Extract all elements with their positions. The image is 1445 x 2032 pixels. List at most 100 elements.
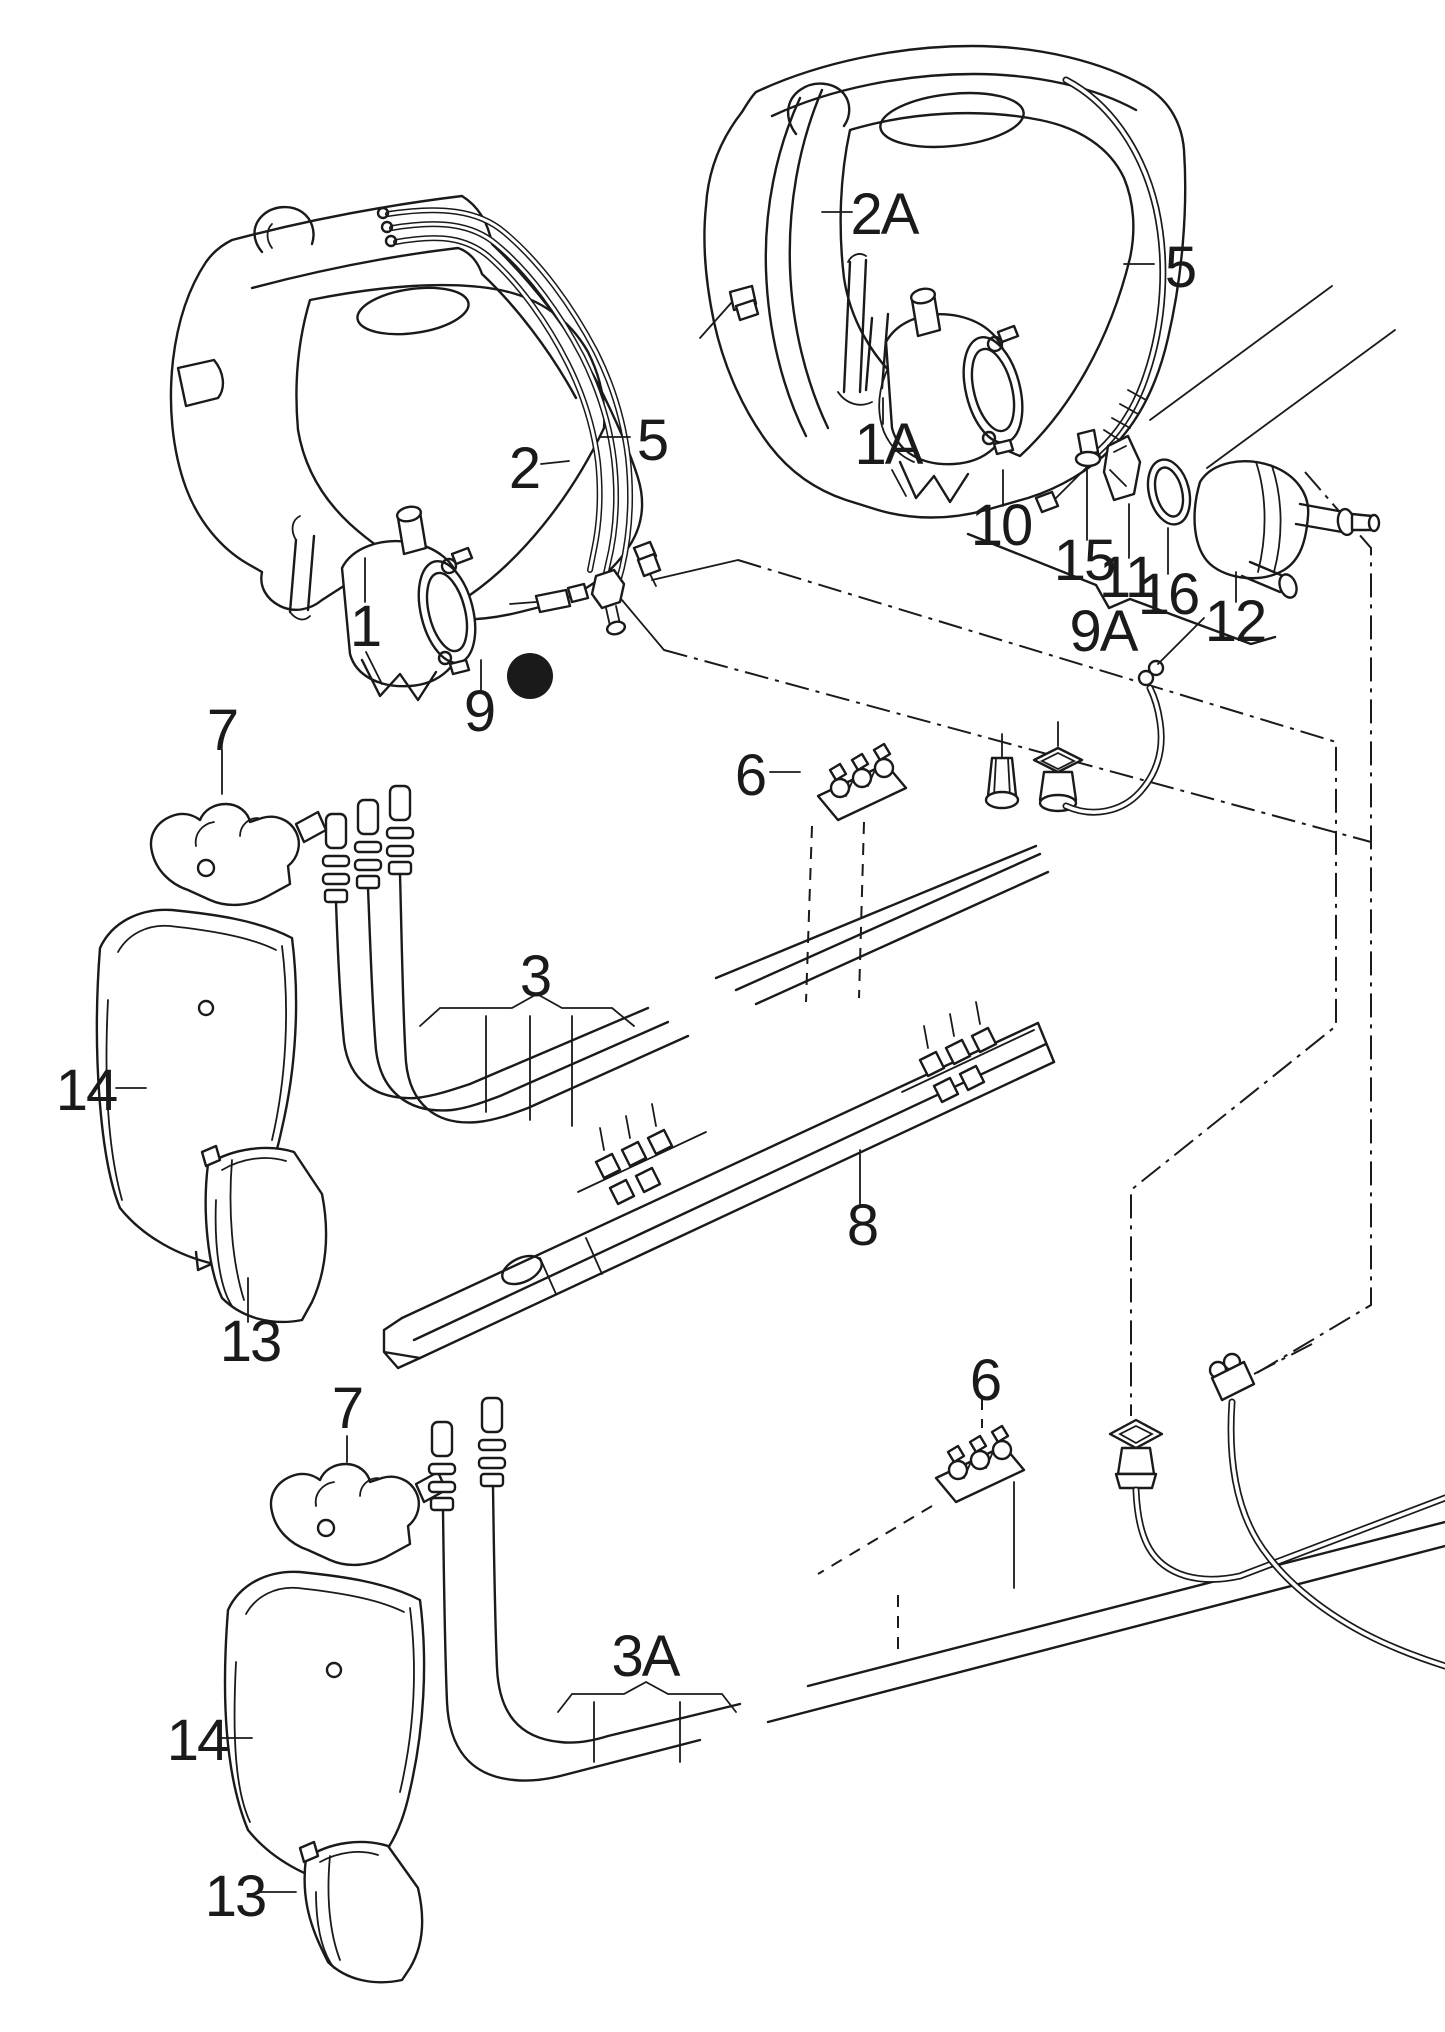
tank-outline: [703, 44, 1187, 519]
connector-bolt-facets: [993, 757, 1011, 797]
clamp-body: [269, 1462, 420, 1567]
tank-hook: [787, 82, 851, 136]
clamp-screw: [196, 858, 216, 878]
strap-1a: [842, 258, 868, 394]
filter-port-lower-cap: [1278, 573, 1298, 599]
part-label-1A: 1A: [855, 412, 924, 477]
clip-studs-a: [599, 1103, 657, 1151]
part-label-15: 15: [1054, 528, 1115, 593]
flange-inner: [1118, 1424, 1154, 1445]
flange-stud-1: [450, 546, 474, 566]
pump-fitting-cap: [395, 505, 423, 523]
pump-stub-line: [509, 601, 537, 605]
part-label-6-upper: 6: [735, 743, 765, 808]
routing-stub: [1253, 1343, 1313, 1375]
ring: [1114, 1472, 1158, 1490]
flange-stud-1: [996, 324, 1020, 344]
bracket-detail: [1109, 445, 1127, 487]
tube-end-nut: [1034, 490, 1060, 514]
clip-position-dash-2: [858, 821, 865, 999]
bracket-11: [1102, 434, 1142, 502]
part-label-12: 12: [1205, 589, 1266, 654]
clip-studs-b: [923, 1001, 981, 1049]
pump-stub: [534, 588, 572, 614]
flange-bolt-2: [981, 430, 997, 446]
pump-fitting-cap: [909, 287, 937, 305]
brace-3-leaders: [485, 1015, 573, 1127]
o-ring-16: [1146, 458, 1192, 526]
ferrule-body: [636, 552, 662, 578]
part-label-3: 3: [520, 944, 550, 1009]
tube-end-2: [380, 220, 394, 234]
body: [1116, 1446, 1156, 1476]
union-cap: [605, 620, 627, 636]
line-1: [398, 870, 1050, 1124]
tank-hook-inner: [266, 223, 273, 249]
part-label-11: 11: [1099, 545, 1155, 610]
tube-end-1: [376, 206, 390, 220]
tank-top-recess: [356, 286, 470, 336]
part-label-9A: 9A: [1070, 599, 1139, 664]
pump-stub-tip: [566, 582, 590, 604]
pump-strap: [864, 312, 890, 392]
fuel-filter-12: [1193, 460, 1381, 599]
tank-top-recess: [879, 91, 1025, 149]
mounting-rail: [382, 1001, 1056, 1370]
part-label-14-lower: 14: [167, 1708, 228, 1773]
connector-flange-inner: [1039, 751, 1077, 771]
clip-position-dash-3: [817, 1505, 933, 1575]
filter-body: [1193, 460, 1310, 580]
part-label-10: 10: [971, 493, 1032, 558]
fitting-lead-a: [651, 559, 739, 581]
callout-corridor-line-2: [1206, 329, 1396, 469]
strap-1a-ends: [837, 253, 873, 406]
ferrule-tip: [649, 573, 657, 587]
part-labels: 1 2 5 9 2A 5 1A 10 15 11 16 12 9A 6 7 14…: [56, 182, 1268, 1929]
splash-shield-upper: [200, 1144, 328, 1324]
connector-bolt-body: [986, 756, 1018, 798]
hose-lead: [1157, 617, 1205, 665]
tube-ribs: [1103, 389, 1147, 442]
connector-cap-1: [388, 784, 412, 822]
pump-bracket: [360, 658, 438, 702]
pump-bracket-line: [365, 651, 383, 685]
connector-cap-2: [356, 798, 380, 836]
brace-3a-leaders: [593, 1701, 681, 1763]
clip-tab-2: [850, 752, 870, 772]
mid-connectors: [984, 617, 1205, 816]
hose-clamp-1: [1137, 669, 1155, 687]
line-1: [441, 1508, 1445, 1782]
shield-outline: [223, 1570, 426, 1888]
tank-top-band: [770, 72, 1138, 118]
pump-flange-inner: [970, 347, 1016, 433]
fuel-lines-tank-left: [376, 206, 662, 636]
shield-tab: [298, 1840, 320, 1864]
pipe-clamp-upper: [149, 802, 328, 907]
clamp-tab: [294, 810, 328, 844]
clip-tab-1: [828, 762, 848, 782]
rail-edges: [400, 1021, 1056, 1360]
brace-3a: [557, 1680, 737, 1713]
part-label-5-left: 5: [637, 408, 667, 473]
filter-bands: [1255, 461, 1282, 573]
connector-cap-2: [480, 1396, 504, 1434]
fuel-line-bundle-lower: [427, 1396, 1445, 1782]
shield-hole: [325, 1661, 343, 1679]
shield-tab: [200, 1144, 222, 1168]
shield-outline: [303, 1840, 424, 1984]
line-3: [334, 844, 1038, 1100]
connector-cap-1: [430, 1420, 454, 1458]
seal-flange: [1074, 450, 1102, 468]
mid-hose: [1062, 684, 1165, 816]
shield-rim: [117, 924, 277, 953]
pump-strap-ends: [289, 515, 311, 621]
bracket-outline: [1102, 434, 1142, 502]
part-label-2: 2: [509, 436, 539, 501]
flange-stud-2: [992, 438, 1015, 456]
part-label-7-upper: 7: [207, 698, 237, 763]
part-label-5-right: 5: [1165, 235, 1195, 300]
flange-bolt-1: [440, 557, 458, 575]
line-clip-lower: [934, 1424, 1026, 1504]
